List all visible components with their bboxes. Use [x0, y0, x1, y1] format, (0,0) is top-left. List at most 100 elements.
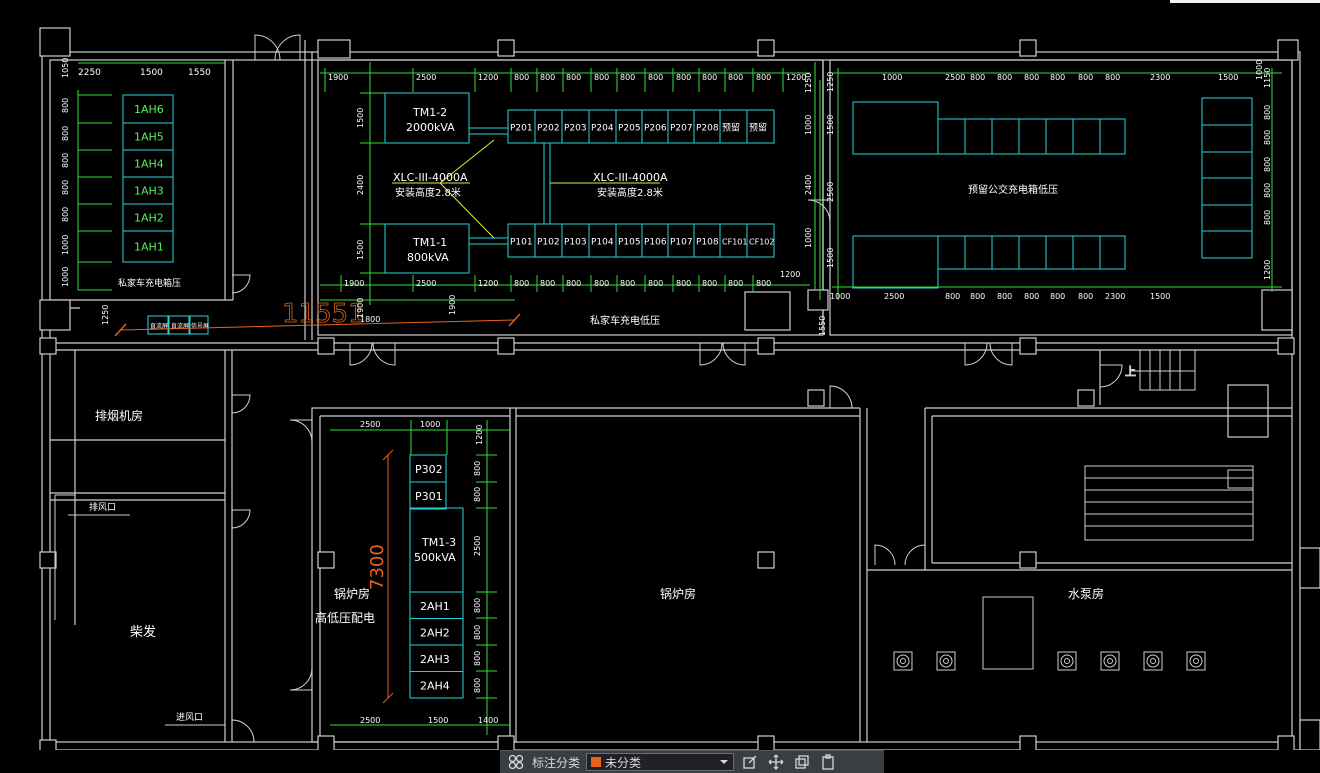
lv-panel-label: P203: [564, 124, 587, 134]
cabinet-box: [1099, 118, 1126, 155]
dim-mid-bottom: 800: [702, 279, 717, 288]
pump-core: [943, 658, 949, 664]
category-color-swatch: [591, 757, 602, 767]
dim-right-bottom: 1000: [830, 292, 850, 301]
dim-mid-bottom: 800: [620, 279, 635, 288]
right-room-label: 预留公交充电箱低压: [968, 183, 1058, 196]
pump-core: [1193, 658, 1199, 664]
stair-up-label: 上: [1125, 365, 1136, 378]
cabinet-box: [1099, 235, 1126, 270]
pump-box: [1100, 651, 1120, 671]
dim-right-rv: 800: [1263, 210, 1272, 225]
dim-mid-bottom: 800: [756, 279, 771, 288]
annotation-category-select[interactable]: 未分类: [586, 753, 735, 771]
dim-left-top-2: 1550: [188, 68, 211, 78]
lv-panel-label: P107: [670, 238, 693, 248]
dim-boiler-v: 2500: [473, 536, 482, 556]
mid-room-label: 私家车充电低压: [590, 314, 660, 327]
lv-panel-label: P106: [644, 238, 667, 248]
2ah-panel-box: [409, 671, 464, 699]
lv-panel-box: [746, 109, 775, 144]
dim-right-top: 800: [970, 73, 985, 82]
tm1-1-name: TM1-1: [412, 236, 447, 249]
pump-box: [1057, 651, 1077, 671]
tm1-3-name: TM1-3: [421, 536, 456, 549]
dim-right-bottom: 800: [997, 292, 1012, 301]
dim-mid-top: 2500: [416, 73, 436, 82]
dim-boiler-v: 800: [473, 487, 482, 502]
panel-1ah-label: 1AH3: [134, 185, 164, 198]
air-inlet-label: 进风口: [176, 712, 203, 723]
annotation-toolbar: 标注分类 未分类: [500, 750, 884, 773]
dim-mid-top: 1200: [786, 73, 806, 82]
dim-mid-bottom: 800: [648, 279, 663, 288]
dim-mid-rv-4: 1200: [780, 270, 800, 279]
pump-box: [936, 651, 956, 671]
dim-right-bottom: 2500: [884, 292, 904, 301]
paste-icon[interactable]: [818, 753, 838, 771]
tm1-1-capacity: 800kVA: [407, 251, 449, 264]
dim-right-rv: 800: [1263, 105, 1272, 120]
pump-box: [1143, 651, 1163, 671]
dim-right-bottom: 2300: [1105, 292, 1125, 301]
p300-panel-box: [409, 481, 447, 510]
columns: [39, 27, 1320, 750]
dim-mid-bottom: 1200: [478, 279, 498, 288]
panel-1ah-box: [122, 230, 174, 263]
lv-panel-label: P103: [564, 238, 587, 248]
dim-right-rv: 800: [1263, 157, 1272, 172]
lower-rooms: 排烟机房 排风口 柴发 进风口 锅炉房 高低压配电 锅炉房 水泵房: [54, 408, 1254, 726]
dim-boiler-bottom-2: 1400: [478, 716, 498, 725]
dim-right-top: 800: [1078, 73, 1093, 82]
tm1-3-capacity: 500kVA: [414, 551, 456, 564]
dim-mid-top: 800: [648, 73, 663, 82]
dim-right-bottom: 800: [1050, 292, 1065, 301]
dim-mid-bottom: 800: [676, 279, 691, 288]
dim-right-lv-3: 1500: [826, 248, 835, 268]
dim-right-rv: 800: [1263, 183, 1272, 198]
dim-right-top: 800: [1050, 73, 1065, 82]
dim-boiler-v: 800: [473, 625, 482, 640]
dim-mid-bottom: 800: [594, 279, 609, 288]
category-selected-value: 未分类: [605, 755, 642, 770]
stairs: 上: [1125, 349, 1196, 391]
left-room-label: 私家车充电箱压: [118, 277, 181, 289]
dim-mid-bottom: 800: [566, 279, 581, 288]
edit-icon[interactable]: [740, 753, 760, 771]
pump-core: [900, 658, 906, 664]
dim-boiler-v: 800: [473, 651, 482, 666]
annotation-category-label: 标注分类: [532, 755, 581, 770]
dim-right-top: 2500: [945, 73, 965, 82]
orange-dimension: 11551: [114, 299, 521, 337]
pump-box: [893, 651, 913, 671]
dim-mid-top: 800: [702, 73, 717, 82]
dim-mid-v-1: 2400: [356, 175, 365, 195]
dim-boiler-top-2: 1200: [475, 425, 484, 445]
move-icon[interactable]: [766, 753, 786, 771]
right-bottom-cabinet-row: [937, 235, 1126, 270]
dim-mid-rv-2: 2400: [804, 175, 813, 195]
copy-icon[interactable]: [792, 753, 812, 771]
lv-panel-label: P205: [618, 124, 641, 134]
dim-right-bottom: 800: [945, 292, 960, 301]
cabinet-box: [1072, 118, 1101, 155]
grid-icon[interactable]: [506, 753, 526, 771]
dim-mid-bottom: 2500: [416, 279, 436, 288]
dim-left-v-3: 800: [61, 153, 70, 168]
dim-right-bottom: 1500: [1150, 292, 1170, 301]
lv-panel-label: P105: [618, 238, 641, 248]
pump-box: [1186, 651, 1206, 671]
cabinet-box: [991, 235, 1020, 270]
dim-left-v-7: 1000: [61, 267, 70, 287]
xlc-right-height: 安装高度2.8米: [597, 186, 663, 199]
